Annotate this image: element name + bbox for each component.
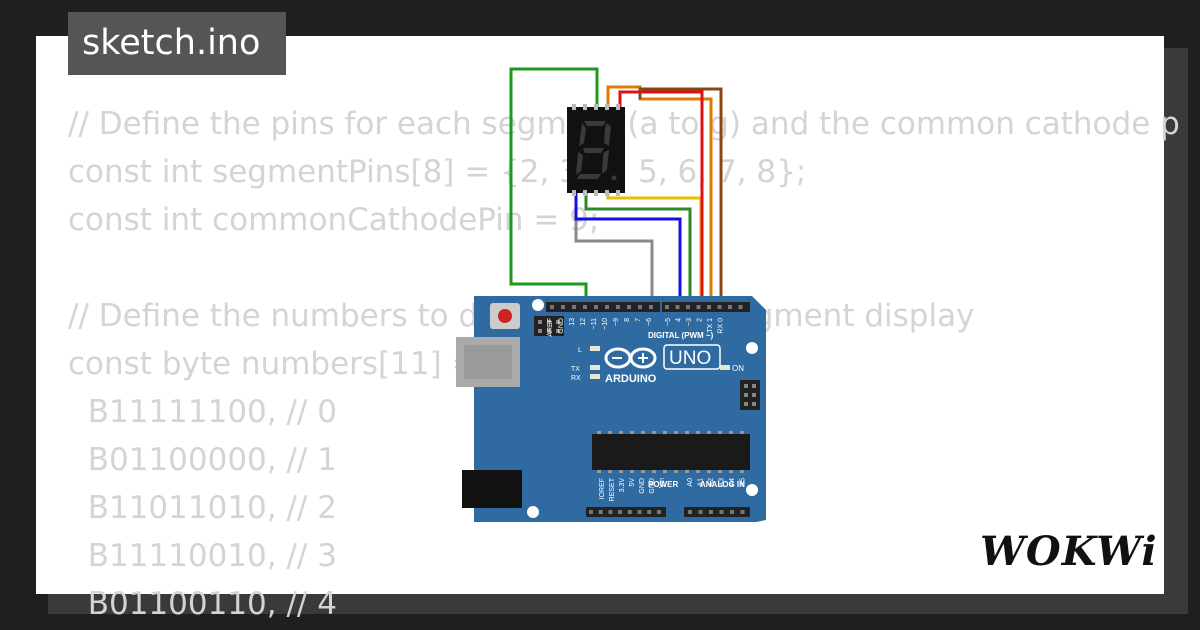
code-line: B11110010, // 3 <box>68 538 337 574</box>
code-line: B11011010, // 2 <box>68 490 337 526</box>
header-pin-label: 4 <box>676 318 683 322</box>
power-pin-label: GND <box>649 478 656 494</box>
wire-blue <box>574 192 682 306</box>
analog-pin-label: A5 <box>740 478 747 487</box>
header-pin-label: RX 0 <box>718 318 725 334</box>
header-pin-label: ~9 <box>613 318 620 326</box>
power-pin-label: RESET <box>609 477 616 501</box>
wire-green <box>584 192 692 306</box>
display-pins-top <box>572 104 620 110</box>
code-line: // Define the pins for each segment (a t… <box>68 106 1180 142</box>
code-line: B11111100, // 0 <box>68 394 337 430</box>
header-pin-label: ~11 <box>591 318 598 329</box>
icsp2-header <box>740 380 760 410</box>
wire-red <box>618 90 704 306</box>
header-pin-label: GND <box>558 318 565 334</box>
arduino-logo-marks <box>612 353 648 363</box>
segment-dp <box>611 175 617 181</box>
wokwi-logo-text: WOKWi <box>980 528 1158 575</box>
digital-header-left[interactable] <box>546 302 660 312</box>
arduino-logo-icon <box>604 347 657 369</box>
usb-connector-inner <box>464 345 512 379</box>
board-model: UNO <box>669 348 711 369</box>
power-pin-label: 3.3V <box>619 478 626 493</box>
header-pin-label: 12 <box>580 318 587 326</box>
analog-pin-label: A1 <box>698 478 705 487</box>
digital-label: DIGITAL (PWM ~) <box>648 331 714 340</box>
segment-e <box>576 152 583 175</box>
led-label-l: L <box>578 347 582 354</box>
power-pin-label: GND <box>639 478 646 494</box>
analog-label: ANALOG IN <box>700 480 745 489</box>
header-pin-label: ~10 <box>602 318 609 330</box>
analog-pin-label: A2 <box>708 478 715 487</box>
bottom-header-pins <box>589 510 745 514</box>
header-pin-label: 7 <box>635 318 642 322</box>
led-label-rx: RX <box>571 375 581 382</box>
analog-pin-label: A0 <box>687 478 694 487</box>
code-line: B01100000, // 1 <box>68 442 337 478</box>
analog-pin-label: A4 <box>729 478 736 487</box>
chip-pins <box>597 431 744 473</box>
reset-button[interactable] <box>498 309 512 323</box>
uno-badge <box>663 344 721 370</box>
board-brand: ARDUINO <box>605 373 657 385</box>
icsp-pins <box>538 320 560 333</box>
display-pins-bottom <box>572 190 620 196</box>
digital-header-right[interactable] <box>662 302 750 312</box>
arduino-uno-board[interactable]: L TX RX ON UNO ARDUINO DIGITAL (PWM ~) P… <box>456 296 766 522</box>
power-jack <box>462 470 522 508</box>
segment-f <box>579 123 586 146</box>
analog-pin-label: A3 <box>719 478 726 487</box>
header-pin-label: ~6 <box>646 318 653 326</box>
mounting-holes <box>527 299 758 518</box>
header-pin-label: ~3 <box>686 318 693 326</box>
header-pin-label: 13 <box>569 318 576 326</box>
led-label-tx: TX <box>571 366 580 373</box>
power-header[interactable] <box>586 507 666 517</box>
atmega-chip <box>592 434 750 470</box>
header-pin-label: TX 1 <box>707 318 714 333</box>
icsp2-pins <box>744 384 756 406</box>
on-label: ON <box>732 364 744 373</box>
power-pin-label: 5V <box>629 478 636 487</box>
display-segments <box>576 121 617 181</box>
power-pin-label: Vin <box>659 478 666 488</box>
header-pin-label: ~5 <box>665 318 672 326</box>
wire-gnd <box>509 67 599 306</box>
header-pin-label: 2 <box>697 318 704 322</box>
power-pin-label: IOREF <box>599 478 606 499</box>
wires <box>509 67 723 306</box>
header-pin-label: AREF <box>547 318 554 337</box>
wokwi-logo: WOKWi <box>980 528 1157 575</box>
digital-header-pins <box>550 305 743 309</box>
code-line: B01100110, // 4 <box>68 586 337 622</box>
header-pin-label: 8 <box>624 318 631 322</box>
segment-c <box>602 150 609 174</box>
wire-brown <box>638 87 723 306</box>
analog-header[interactable] <box>684 507 750 517</box>
status-leds <box>590 346 730 379</box>
segment-a <box>584 121 606 126</box>
segment-b <box>604 123 611 146</box>
segment-g <box>583 148 604 153</box>
seven-segment-display[interactable] <box>567 104 625 196</box>
segment-d <box>577 174 601 179</box>
filename-tag: sketch.ino <box>68 12 286 75</box>
power-label: POWER <box>648 480 678 489</box>
